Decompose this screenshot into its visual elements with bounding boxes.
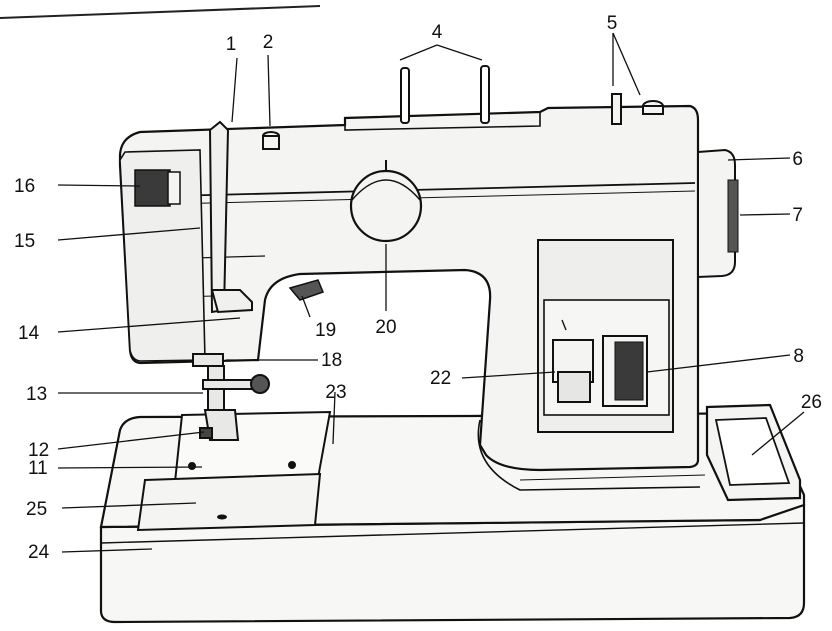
callout-26: 26 — [801, 392, 822, 413]
slide-plate-notch — [217, 514, 227, 520]
callout-16: 16 — [14, 176, 35, 197]
pressure-regulator — [262, 131, 280, 150]
callout-20: 20 — [375, 317, 396, 338]
bed-plate — [173, 410, 332, 484]
stitch-selector — [552, 319, 594, 403]
callout-19: 19 — [315, 320, 336, 341]
side-dial — [134, 169, 181, 207]
leader-lines — [57, 32, 805, 553]
callout-6: 6 — [792, 149, 803, 170]
callout-15: 15 — [14, 231, 35, 252]
presser-foot-assembly — [192, 353, 270, 441]
callout-7: 7 — [792, 205, 803, 226]
free-arm-curve — [477, 419, 701, 491]
stitch-length-dial — [602, 335, 648, 407]
callout-12: 12 — [28, 440, 49, 461]
callout-14: 14 — [18, 323, 40, 344]
callout-11: 11 — [28, 458, 48, 479]
spool-pins — [400, 65, 490, 124]
take-up-lever — [208, 120, 253, 314]
reverse-lever — [288, 279, 324, 301]
callout-25: 25 — [26, 499, 47, 520]
accessory-tray — [705, 403, 802, 502]
callout-5: 5 — [607, 13, 618, 34]
callout-13: 13 — [26, 384, 47, 405]
handwheel — [697, 148, 739, 279]
slide-plate — [136, 472, 322, 532]
top-cover-seam — [344, 112, 541, 131]
callout-23: 23 — [325, 382, 346, 403]
callout-24: 24 — [28, 542, 50, 563]
callout-1: 1 — [226, 34, 237, 55]
callout-18: 18 — [321, 350, 342, 371]
free-arm-line — [519, 474, 706, 481]
callout-4: 4 — [432, 22, 443, 43]
tension-dial — [349, 160, 423, 243]
callout-22: 22 — [430, 368, 451, 389]
bobbin-winder — [611, 93, 664, 125]
callout-2: 2 — [263, 32, 274, 53]
callout-labels: 1 2 4 5 6 7 8 11 12 13 14 15 16 18 19 20… — [14, 13, 822, 563]
callout-8: 8 — [793, 346, 804, 367]
page-edge-line — [0, 5, 321, 19]
